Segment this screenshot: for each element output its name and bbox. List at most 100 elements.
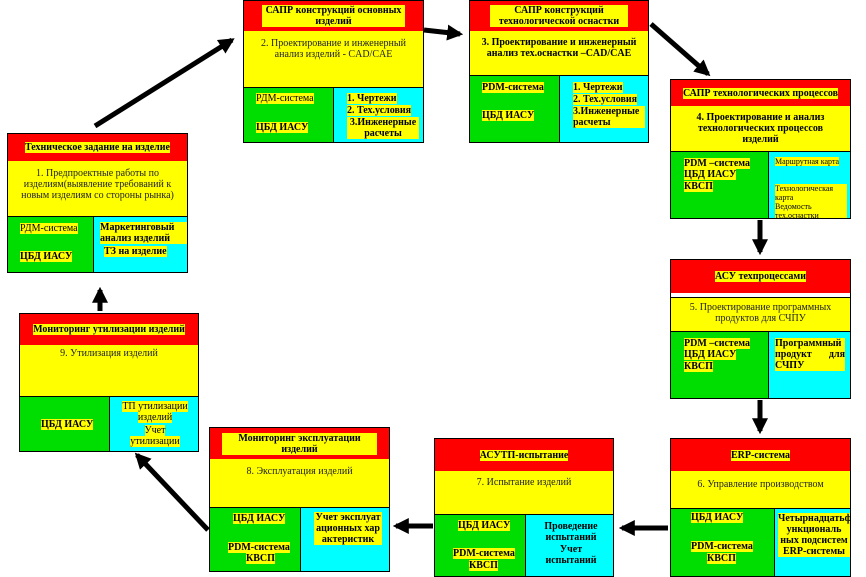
output-label: 1. Чертежи — [347, 93, 397, 104]
systems-box: ЦБД ИАСУ — [20, 397, 110, 451]
arrow-1-to-2 — [93, 37, 235, 129]
system-label: КВСП — [684, 361, 713, 372]
systems-box: PDM –система ЦБД ИАСУ КВСП — [671, 152, 769, 218]
outputs-box: ТП утилизации изделий Учет утилизации — [110, 397, 198, 451]
output-label: 2. Тех.условия — [347, 105, 412, 116]
separator — [671, 293, 850, 298]
block-erp: ERP-система 6. Управление производством … — [670, 438, 851, 577]
block-technical-assignment: Техническое задание на изделие 1. Предпр… — [7, 133, 188, 273]
system-label: КВСП — [469, 560, 498, 571]
system-label: КВСП — [707, 553, 736, 564]
header-text: Мониторинг эксплуатации изделий — [222, 432, 377, 455]
system-label: ЦБД ИАСУ — [684, 349, 737, 360]
system-label: ЦБД ИАСУ — [41, 419, 94, 430]
block-header: САПР конструкций основных изделий — [244, 1, 423, 32]
arrow-3-to-4 — [649, 22, 711, 77]
system-label: ЦБД ИАСУ — [458, 520, 511, 531]
header-text: САПР конструкций основных изделий — [262, 5, 405, 27]
block-header: ERP-система — [671, 439, 850, 472]
outputs-box: Проведение испытаний Учет испытаний — [526, 515, 613, 576]
header-text: САПР конструкций технологической оснастк… — [490, 5, 628, 27]
process-text: 5. Проектирование программных продуктов … — [689, 302, 832, 324]
process-box: 6. Управление производством — [671, 471, 850, 509]
system-label: РДМ-система — [20, 223, 78, 234]
arrow-2-to-3 — [423, 24, 464, 41]
output-label: Ведомость тех.оснастки — [775, 202, 847, 218]
output-label: Технологическая карта — [775, 184, 847, 202]
block-asu-processes: АСУ техпроцессами 5. Проектирование прог… — [670, 259, 851, 399]
process-text: 4. Проектирование и анализ технологическ… — [696, 112, 825, 145]
block-utilization-monitoring: Мониторинг утилизации изделий 9. Утилиза… — [19, 313, 199, 452]
process-box: 9. Утилизация изделий — [20, 345, 198, 397]
outputs-box: 1. Чертежи 2. Тех.условия 3.Инженерные р… — [560, 76, 648, 142]
output-label: 3.Инженерные расчеты — [573, 106, 645, 128]
process-text: 9. Утилизация изделий — [60, 348, 158, 359]
output-label: 1. Чертежи — [573, 82, 623, 93]
block-header: Техническое задание на изделие — [8, 134, 187, 162]
system-label: КВСП — [246, 553, 275, 564]
system-label: PDM-система — [482, 82, 544, 93]
outputs-box: Программный продукт для СЧПУ — [769, 332, 850, 398]
outputs-box: Маркетинговый анализ изделий ТЗ на издел… — [94, 217, 187, 272]
process-text: 6. Управление производством — [697, 479, 824, 490]
output-label: 2. Тех.условия — [573, 94, 638, 105]
system-label: РДМ-система — [256, 93, 314, 104]
outputs-box: Учет эксплуатационных характеристик — [301, 508, 389, 571]
system-label: PDM-система — [691, 541, 753, 552]
system-label: PDM –система — [684, 158, 751, 169]
header-text: САПР технологических процессов — [682, 87, 839, 99]
system-label: ЦБД ИАСУ — [482, 110, 535, 121]
process-text: 7. Испытание изделий — [476, 477, 572, 488]
arrow-8-to-9 — [134, 452, 210, 532]
systems-box: ЦБД ИАСУ PDM-система КВСП — [435, 515, 526, 576]
system-label: КВСП — [684, 181, 713, 192]
output-label: Маркетинговый анализ изделий — [100, 222, 187, 244]
output-label: Проведение испытаний — [544, 521, 598, 543]
header-text: Техническое задание на изделие — [25, 142, 170, 153]
block-header: АСУ техпроцессами — [671, 260, 850, 294]
outputs-box: Маршрутная карта Технологическая карта В… — [769, 152, 850, 218]
block-header: АСУТП-испытание — [435, 439, 613, 472]
block-cad-main: САПР конструкций основных изделий 2. Про… — [243, 0, 424, 143]
block-header: САПР технологических процессов — [671, 80, 850, 107]
process-box: 1. Предпроектные работы по изделиям(выяв… — [8, 161, 187, 217]
outputs-box: Четырнадцатьф ункциональ ных подсистем E… — [775, 509, 850, 576]
systems-box: ЦБД ИАСУ PDM-система КВСП — [210, 508, 301, 571]
systems-box: ЦБД ИАСУ PDM-система КВСП — [671, 509, 775, 576]
process-box: 4. Проектирование и анализ технологическ… — [671, 106, 850, 152]
process-box: 2. Проектирование и инженерный анализ из… — [244, 31, 423, 88]
systems-box: РДМ-система ЦБД ИАСУ — [244, 88, 334, 142]
system-label: ЦБД ИАСУ — [691, 512, 744, 523]
process-text: 1. Предпроектные работы по изделиям(выяв… — [21, 168, 174, 201]
block-header: САПР конструкций технологической оснастк… — [470, 1, 648, 32]
process-text: 3. Проектирование и инженерный анализ те… — [481, 37, 637, 59]
block-cad-tooling: САПР конструкций технологической оснастк… — [469, 0, 649, 143]
block-asutp-test: АСУТП-испытание 7. Испытание изделий ЦБД… — [434, 438, 614, 577]
block-header: Мониторинг эксплуатации изделий — [210, 428, 389, 460]
system-label: ЦБД ИАСУ — [20, 251, 73, 262]
system-label: PDM –система — [684, 338, 751, 349]
system-label: PDM-система — [228, 542, 290, 553]
system-label: ЦБД ИАСУ — [684, 169, 737, 180]
output-label: Учет эксплуатационных характеристик — [314, 512, 382, 545]
systems-box: PDM –система ЦБД ИАСУ КВСП — [671, 332, 769, 398]
output-label: ТЗ на изделие — [104, 246, 167, 257]
system-label: ЦБД ИАСУ — [233, 513, 286, 524]
process-box: 5. Проектирование программных продуктов … — [671, 298, 850, 332]
block-header: Мониторинг утилизации изделий — [20, 314, 198, 346]
header-text: АСУ техпроцессами — [714, 271, 807, 282]
output-label: Четырнадцатьф ункциональ ных подсистем E… — [778, 513, 851, 557]
output-label: Учет испытаний — [545, 544, 597, 566]
header-text: ERP-система — [730, 449, 791, 461]
block-exploitation-monitoring: Мониторинг эксплуатации изделий 8. Экспл… — [209, 427, 390, 572]
output-label: Учет утилизации — [130, 425, 180, 447]
process-text: 2. Проектирование и инженерный анализ из… — [261, 38, 406, 60]
header-text: АСУТП-испытание — [479, 449, 569, 461]
header-text: Мониторинг утилизации изделий — [33, 324, 185, 335]
process-box: 8. Эксплуатация изделий — [210, 459, 389, 508]
process-box: 7. Испытание изделий — [435, 471, 613, 515]
outputs-box: 1. Чертежи 2. Тех.условия 3.Инженерные р… — [334, 88, 423, 142]
system-label: PDM-система — [453, 548, 515, 559]
